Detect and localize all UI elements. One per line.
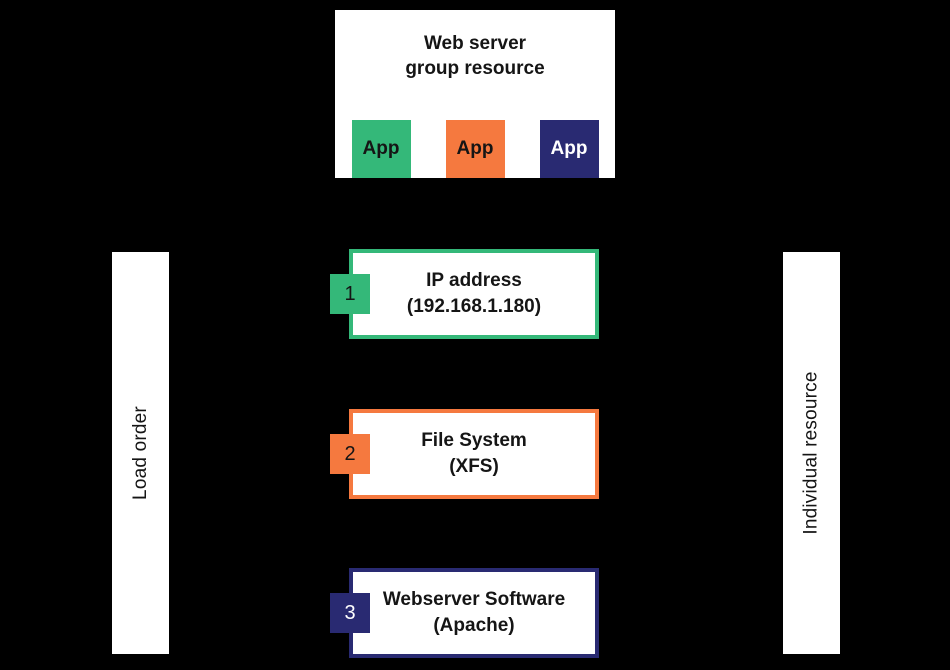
- resource-box-fs-line2: (XFS): [449, 456, 499, 477]
- resource-box-ip-line2: (192.168.1.180): [406, 296, 542, 317]
- resource-box-file-system: File System (XFS): [349, 409, 599, 499]
- resource-box-ws-line1: Webserver Software: [382, 589, 566, 610]
- group-box-title-line2: group resource: [405, 58, 545, 79]
- resource-box-ws-line2: (Apache): [433, 615, 515, 636]
- resource-box-ip-address: IP address (192.168.1.180): [349, 249, 599, 339]
- group-box-title: Web server group resource: [335, 31, 615, 81]
- load-order-badge-1: 1: [330, 274, 370, 314]
- individual-resource-label: Individual resource: [800, 371, 822, 535]
- load-order-bar: Load order: [112, 252, 169, 654]
- individual-resource-bar: Individual resource: [783, 252, 840, 654]
- load-order-badge-2: 2: [330, 434, 370, 474]
- app-square-navy: App: [539, 120, 599, 178]
- load-order-label: Load order: [129, 406, 151, 500]
- app-square-orange: App: [445, 120, 505, 178]
- load-order-badge-3: 3: [330, 593, 370, 633]
- resource-box-fs-line1: File System: [421, 430, 527, 451]
- app-squares-row: App App App: [335, 120, 615, 178]
- app-square-green: App: [351, 120, 411, 178]
- resource-box-webserver-software: Webserver Software (Apache): [349, 568, 599, 658]
- group-box-title-line1: Web server: [423, 33, 527, 54]
- resource-box-ip-line1: IP address: [426, 270, 522, 291]
- web-server-group-box: Web server group resource App App App: [335, 10, 615, 178]
